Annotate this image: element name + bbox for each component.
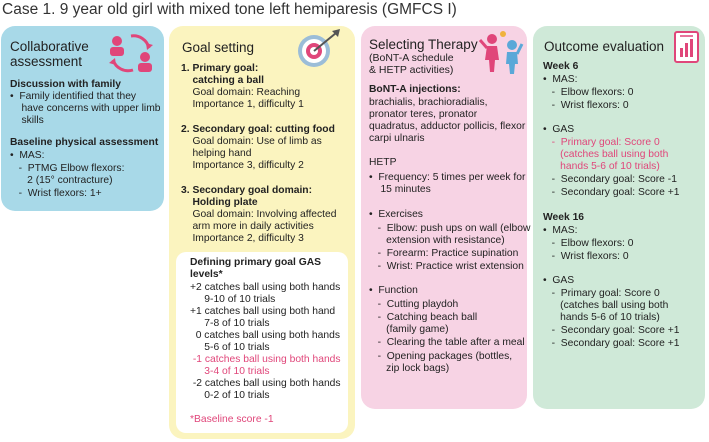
therapy-line: 15 minutes <box>369 184 431 195</box>
figure-title: Case 1. 9 year old girl with mixed tone … <box>2 1 457 18</box>
outcome-line: • MAS: <box>543 74 578 85</box>
goal-line: Goal domain: Reaching <box>181 87 301 98</box>
gas-line: -2 catches ball using both hands <box>190 378 341 389</box>
collab-line: skills <box>10 115 44 126</box>
report-chart-icon <box>674 31 699 63</box>
therapy-line: quadratus, adductor pollicis, flexor <box>369 121 526 132</box>
gas-line: 0-2 of 10 trials <box>190 390 270 401</box>
therapy-heading: Selecting Therapy <box>369 37 478 52</box>
outcome-line-highlight: (catches ball using both <box>543 149 669 160</box>
outcome-line: hands 5-6 of 10 trials) <box>543 312 660 323</box>
goal-heading: Goal setting <box>182 40 255 55</box>
therapy-line: • Frequency: 5 times per week for <box>369 172 526 183</box>
therapy-line: pronator teres, pronator <box>369 109 478 120</box>
goal-line: Goal domain: Use of limb as <box>181 136 322 147</box>
goal-line: catching a ball <box>181 75 264 86</box>
therapy-line: - Forearm: Practice supination <box>369 248 519 259</box>
collab-line: 2 (15° contracture) <box>10 175 113 186</box>
therapy-line: - Wrist: Practice wrist extension <box>369 261 524 272</box>
therapy-subheading: & HETP activities) <box>369 64 454 76</box>
therapy-subheading: (BoNT-A schedule <box>369 52 454 64</box>
outcome-line: • MAS: <box>543 225 578 236</box>
people-cycle-icon <box>109 34 153 73</box>
collab-line: Discussion with family <box>10 79 122 90</box>
gas-line: levels* <box>190 269 223 280</box>
therapy-line: - Clearing the table after a meal <box>369 337 525 348</box>
outcome-line-highlight: - Primary goal: Score 0 <box>543 137 660 148</box>
therapy-line: (family game) <box>369 324 449 335</box>
outcome-line: - Elbow flexors: 0 <box>543 87 634 98</box>
goal-line: Holding plate <box>181 197 258 208</box>
collab-line: have concerns with upper limb <box>10 103 161 114</box>
therapy-line: - Elbow: push ups on wall (elbow <box>369 223 531 234</box>
gas-line: +2 catches ball using both hands <box>190 282 341 293</box>
gas-levels-box <box>176 252 348 433</box>
outcome-line: - Secondary goal: Score +1 <box>543 187 680 198</box>
kids-playing-icon <box>478 31 524 74</box>
collaborative-assessment-card <box>1 26 164 211</box>
gas-line: 5-6 of 10 trials <box>190 342 270 353</box>
outcome-line: - Elbow flexors: 0 <box>543 238 634 249</box>
therapy-line: • Exercises <box>369 209 423 220</box>
gas-line: +1 catches ball using both hand <box>190 306 336 317</box>
therapy-line: HETP <box>369 157 397 168</box>
outcome-line: • GAS <box>543 275 575 286</box>
gas-line: 9-10 of 10 trials <box>190 294 276 305</box>
goal-line: 3. Secondary goal domain: <box>181 185 313 196</box>
outcome-line: - Secondary goal: Score -1 <box>543 174 677 185</box>
goal-line: arm more in daily activities <box>181 221 314 232</box>
outcome-evaluation-card <box>533 26 705 409</box>
therapy-line: BoNT-A injections: <box>369 84 461 95</box>
outcome-line: (catches ball using both <box>543 300 669 311</box>
therapy-line: zip lock bags) <box>369 363 450 374</box>
outcome-heading: Outcome evaluation <box>544 39 665 54</box>
baseline-note: *Baseline score -1 <box>190 414 274 425</box>
goal-line: Goal domain: Involving affected <box>181 209 337 220</box>
outcome-line-highlight: hands 5-6 of 10 trials) <box>543 161 660 172</box>
goal-line: helping hand <box>181 148 252 159</box>
therapy-line: - Cutting playdoh <box>369 299 459 310</box>
therapy-line: extension with resistance) <box>369 235 505 246</box>
therapy-line: • Function <box>369 285 418 296</box>
gas-line: 7-8 of 10 trials <box>190 318 270 329</box>
goal-line: Importance 2, difficulty 3 <box>181 233 304 244</box>
collab-heading-line1: Collaborative <box>10 39 89 54</box>
outcome-line: - Secondary goal: Score +1 <box>543 338 680 349</box>
gas-line-baseline: -1 catches ball using both hands <box>190 354 341 365</box>
gas-line: 0 catches ball using both hands <box>190 330 340 341</box>
outcome-line: Week 6 <box>543 61 579 72</box>
gas-line: Defining primary goal GAS <box>190 257 322 268</box>
therapy-line: brachialis, brachioradialis, <box>369 97 488 108</box>
goal-line: 1. Primary goal: <box>181 63 259 74</box>
outcome-line: Week 16 <box>543 212 585 223</box>
outcome-line: - Wrist flexors: 0 <box>543 251 629 262</box>
outcome-line: - Secondary goal: Score +1 <box>543 325 680 336</box>
therapy-line: - Opening packages (bottles, <box>369 351 513 362</box>
outcome-line: • GAS <box>543 124 575 135</box>
collab-line: • Family identified that they <box>10 91 137 102</box>
therapy-line: - Catching beach ball <box>369 312 478 323</box>
collab-line: - Wrist flexors: 1+ <box>10 188 102 199</box>
goal-line: Importance 3, difficulty 2 <box>181 160 304 171</box>
goal-line: Importance 1, difficulty 1 <box>181 99 304 110</box>
collab-line: Baseline physical assessment <box>10 137 159 148</box>
collab-line: - PTMG Elbow flexors: <box>10 163 125 174</box>
outcome-line: - Wrist flexors: 0 <box>543 100 629 111</box>
therapy-line: carpi ulnaris <box>369 133 425 144</box>
collab-heading-line2: assessment <box>10 54 83 69</box>
collab-line: • MAS: <box>10 150 45 161</box>
target-icon <box>298 29 340 67</box>
selecting-therapy-card <box>361 26 527 409</box>
goal-line: 2. Secondary goal: cutting food <box>181 124 335 135</box>
outcome-line: - Primary goal: Score 0 <box>543 288 660 299</box>
gas-line-baseline: 3-4 of 10 trials <box>190 366 270 377</box>
